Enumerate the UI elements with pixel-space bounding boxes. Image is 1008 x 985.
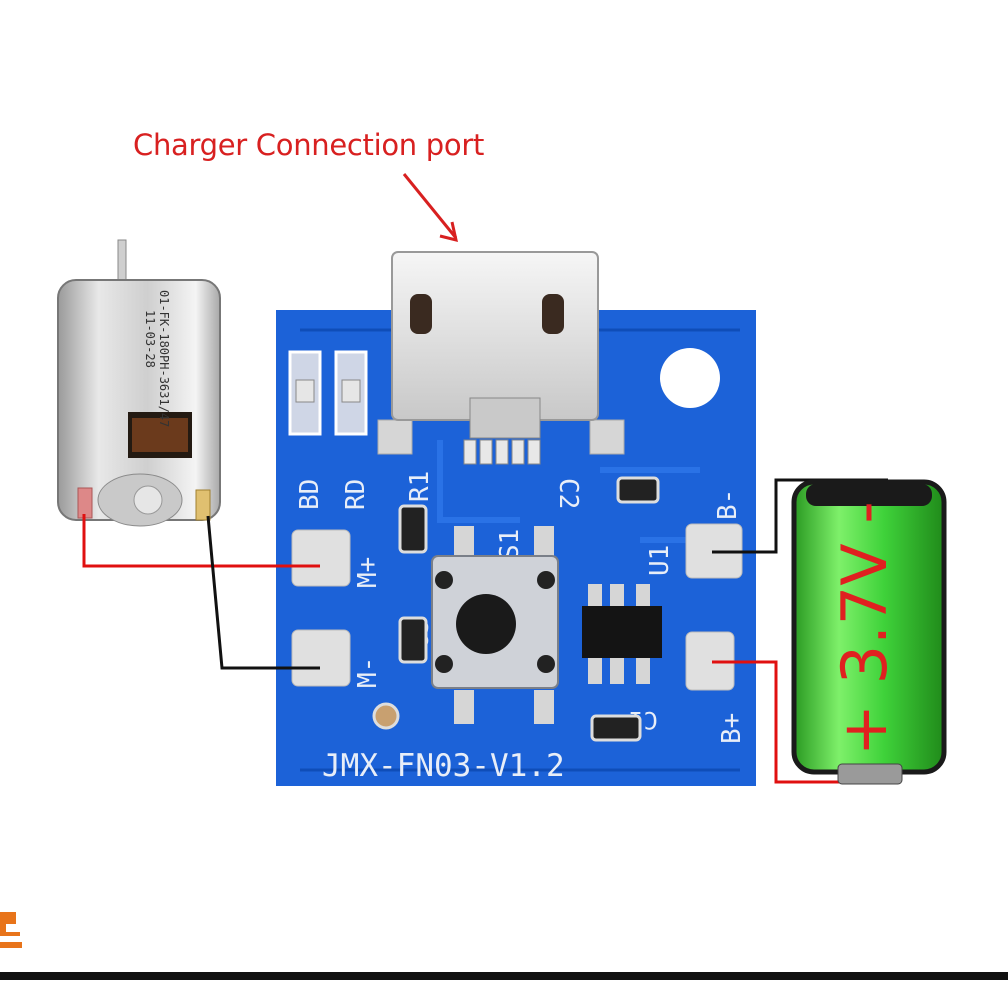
- board-model-label: JMX-FN03-V1.2: [322, 748, 565, 784]
- label-b-plus: B+: [717, 713, 747, 744]
- via-hole: [372, 702, 400, 730]
- callout-charger-port: Charger Connection port: [133, 128, 484, 162]
- dc-motor: 01-FK-180PH-3631/47 11-03-28: [57, 239, 221, 527]
- motor-shaft: [117, 239, 127, 285]
- motor-coil: [132, 418, 188, 452]
- wire-motor-minus: [206, 515, 320, 670]
- motor-terminal-right: [195, 489, 211, 521]
- battery-label: + 3.7V -: [828, 501, 901, 756]
- label-u1: U1: [645, 545, 675, 576]
- ic-u1: [582, 584, 662, 684]
- cap-c2: [616, 476, 660, 504]
- cap-c1: [590, 714, 642, 742]
- motor-print-line2: 11-03-28: [143, 310, 157, 368]
- callout-text: Charger Connection port: [133, 128, 485, 162]
- pad-m-minus: [291, 629, 351, 687]
- label-m-minus: M-: [353, 657, 383, 688]
- callout-arrow: [402, 173, 458, 243]
- label-s1: S1: [495, 529, 525, 560]
- corner-logo-icon: [0, 912, 22, 948]
- bottom-strip: [0, 972, 1008, 980]
- label-bd: BD: [295, 479, 325, 510]
- pcb-board: BD RD R1 C2 S1 C3 U1 M+ M- B- B+ C1: [276, 251, 756, 786]
- label-m-plus: M+: [353, 557, 383, 588]
- motor-terminal-left: [77, 487, 93, 519]
- cap-c3: [398, 616, 428, 664]
- label-c2: C2: [553, 478, 583, 509]
- battery-cell: + 3.7V -: [791, 479, 947, 785]
- res-r1: [398, 504, 428, 554]
- label-r1: R1: [405, 471, 435, 502]
- pad-m-plus: [291, 529, 351, 587]
- wire-battery-plus: [712, 660, 888, 784]
- pad-usb-left: [377, 419, 413, 455]
- mounting-hole: [660, 348, 720, 408]
- pad-usb-right: [589, 419, 625, 455]
- tactile-switch-s1: [431, 526, 559, 724]
- label-b-minus: B-: [713, 489, 743, 520]
- wire-motor-plus: [82, 514, 320, 568]
- micro-usb-port: [391, 251, 599, 465]
- motor-print-line1: 01-FK-180PH-3631/47: [157, 290, 171, 427]
- label-rd: RD: [341, 479, 371, 510]
